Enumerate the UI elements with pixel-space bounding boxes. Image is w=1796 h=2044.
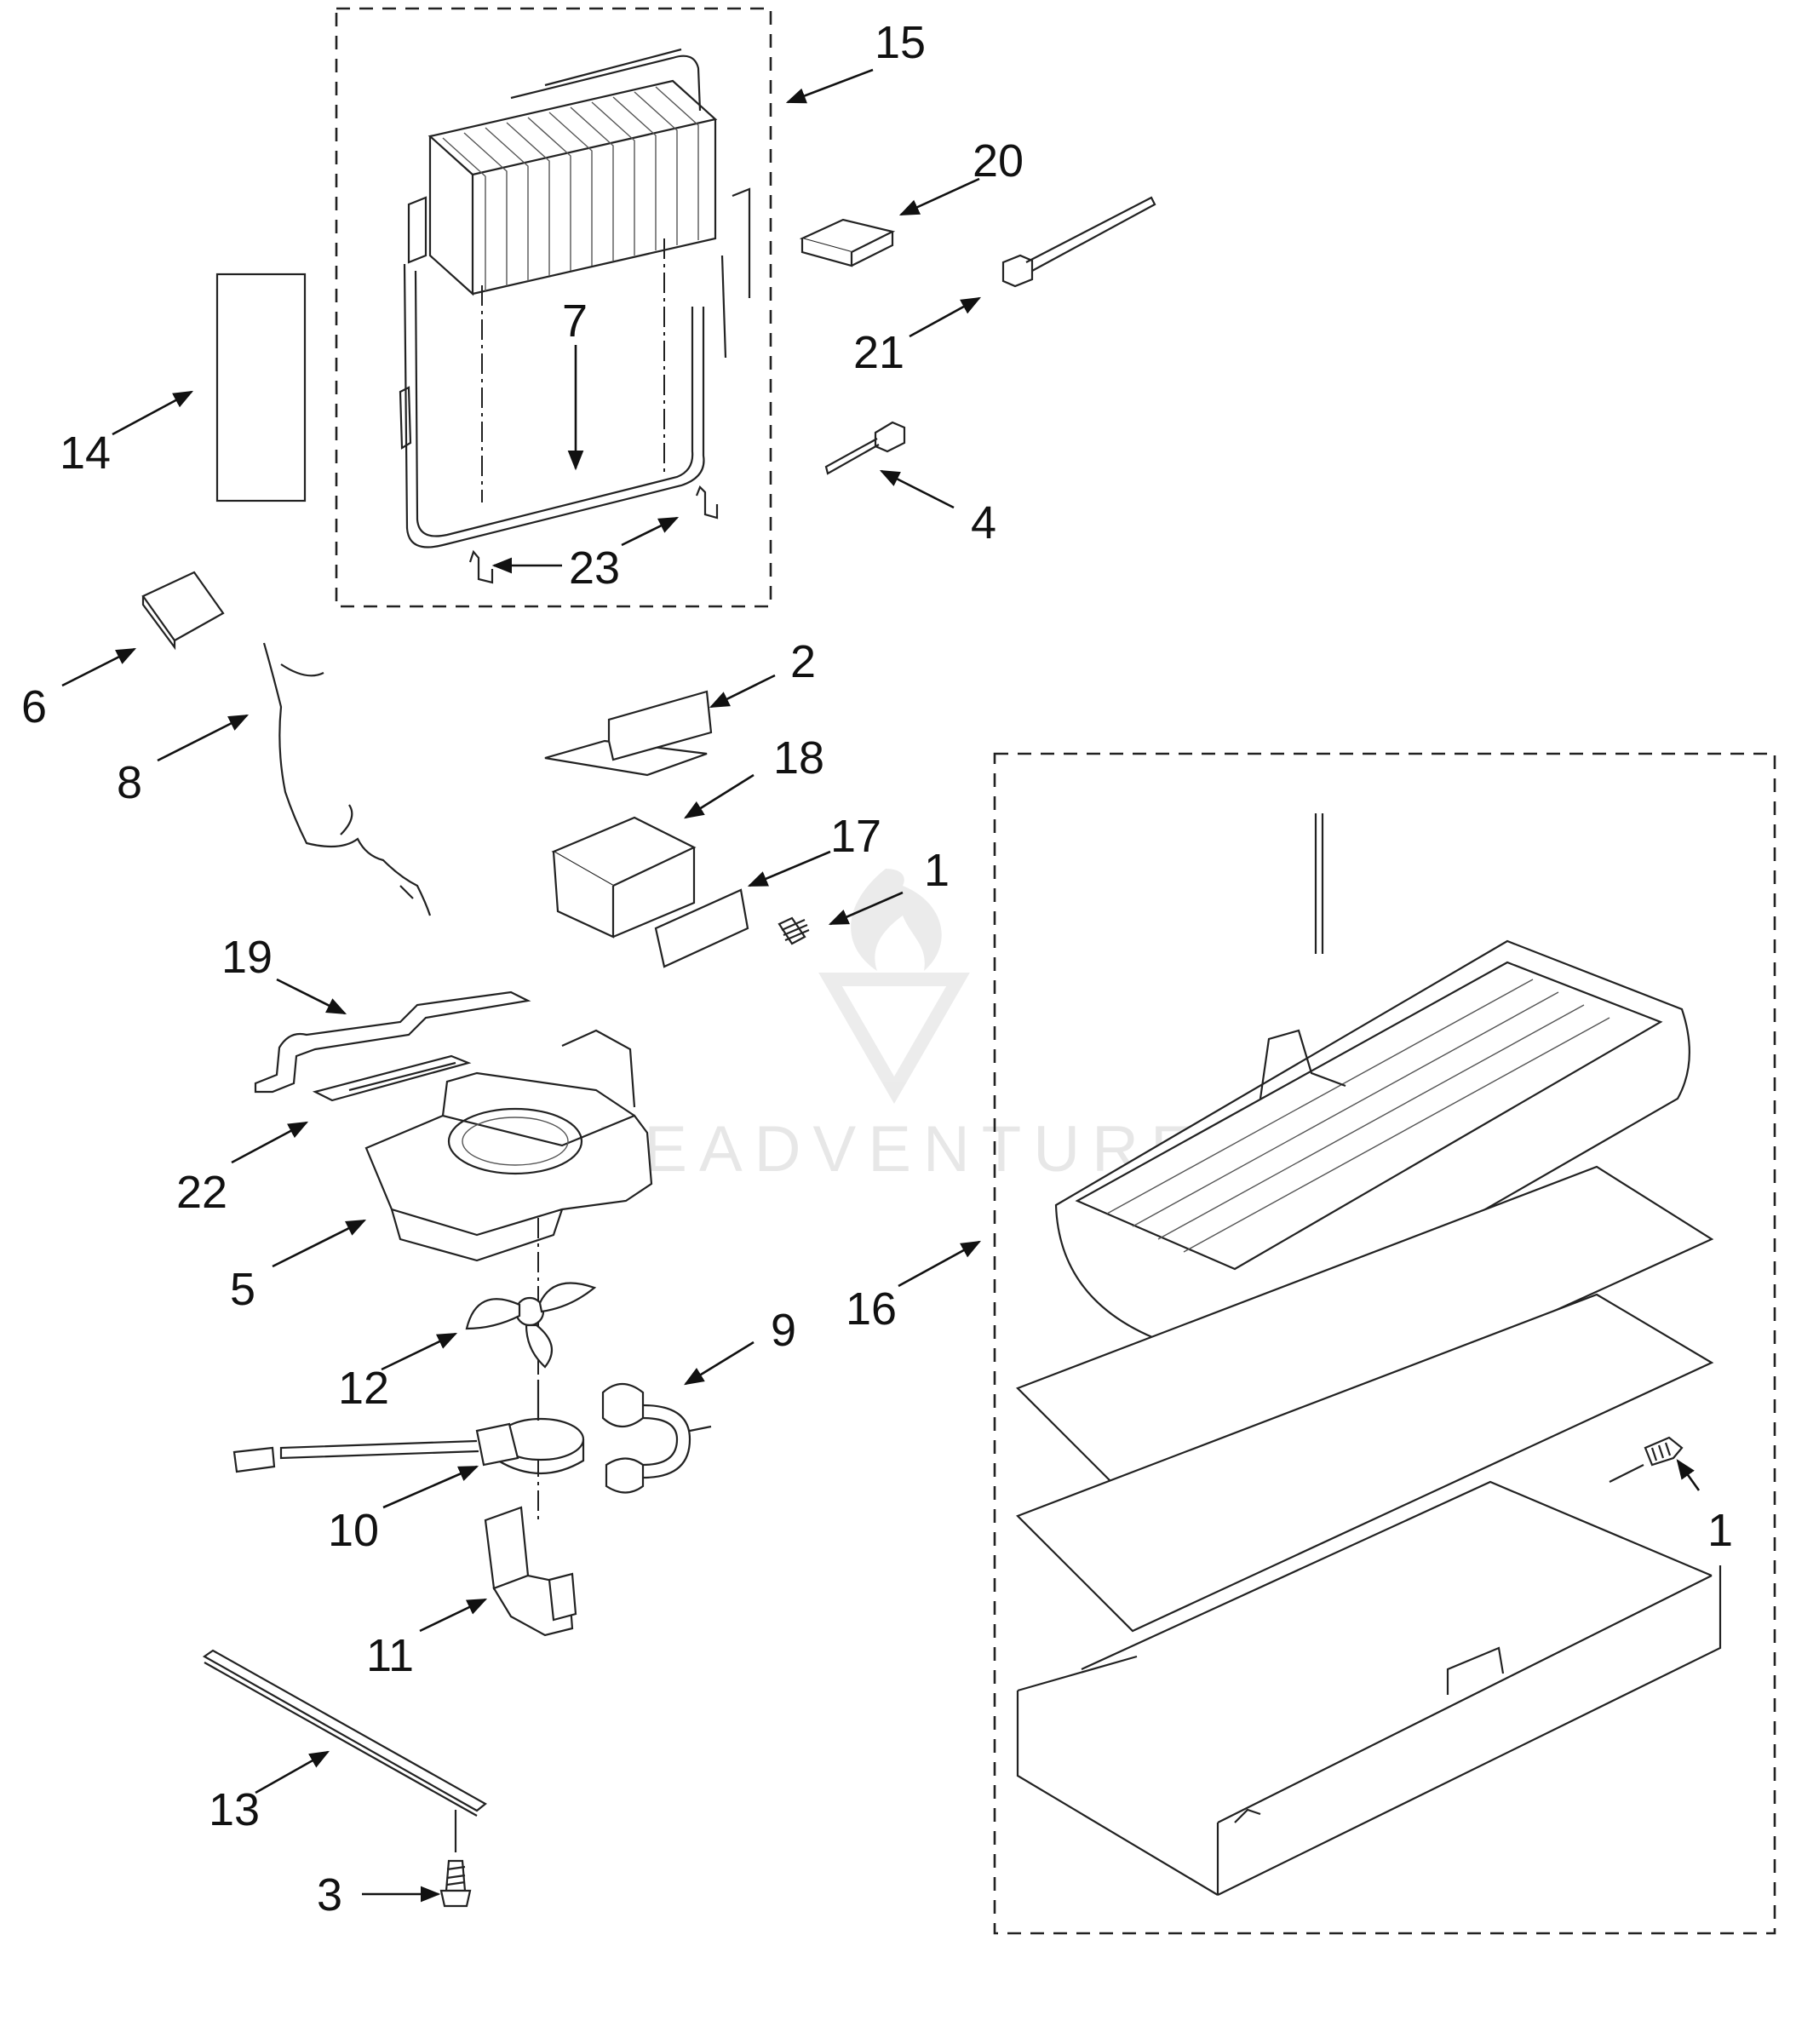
evaporator-coil [399, 48, 751, 548]
fan-blade [465, 1282, 597, 1369]
callout-8: 8 [117, 757, 142, 808]
drain-pan-assembly-box [993, 752, 1776, 1935]
screw-bottom [439, 1859, 472, 1908]
screw-right [1609, 1436, 1684, 1483]
screw-top [778, 916, 810, 945]
drain-pan-liner-bottom [1016, 1293, 1714, 1633]
callout-4: 4 [971, 497, 996, 548]
cable-tie [1001, 196, 1156, 288]
defrost-thermistor [824, 421, 906, 475]
watermark-logo: LEADVENTURE [596, 869, 1206, 1186]
support-rail [202, 1649, 487, 1812]
drain-pan-tray [1016, 1480, 1722, 1896]
callout-20: 20 [973, 135, 1024, 187]
callout-2: 2 [790, 636, 816, 687]
evaporator-cover-insulation [215, 273, 307, 502]
callout-15: 15 [875, 17, 926, 68]
callout-19: 19 [221, 932, 273, 983]
callout-9: 9 [771, 1305, 796, 1356]
leader-lines [61, 68, 1701, 1903]
cover-plate [654, 888, 749, 968]
callout-13: 13 [209, 1784, 260, 1835]
callout-3: 3 [317, 1869, 342, 1921]
wiring-harness [262, 642, 432, 916]
callout-10: 10 [328, 1505, 379, 1556]
callout-12: 12 [338, 1363, 389, 1414]
clip-right [695, 485, 719, 520]
callout-1-top: 1 [924, 845, 950, 896]
fan-motor [232, 1380, 585, 1474]
air-baffle [544, 739, 708, 777]
callout-17: 17 [830, 811, 881, 862]
watermark-text: LEADVENTURE [596, 1113, 1206, 1186]
control-board [141, 571, 225, 642]
callout-6: 6 [21, 681, 47, 732]
motor-mount-bracket [484, 1506, 577, 1637]
gasket-strip [254, 990, 531, 1094]
callout-16: 16 [846, 1283, 897, 1335]
clip-left [468, 549, 494, 584]
damper-connector [601, 1382, 712, 1494]
fan-housing [364, 1029, 653, 1262]
callout-18: 18 [773, 732, 824, 784]
callout-21: 21 [853, 327, 904, 378]
callout-7: 7 [562, 296, 588, 347]
drain-pan-liner-top [1016, 1165, 1714, 1505]
callout-11: 11 [366, 1630, 414, 1681]
evaporator-assembly-box [335, 7, 772, 608]
callout-labels: 15 20 21 14 7 4 23 6 2 8 18 17 1 19 22 5… [21, 17, 1733, 1921]
callout-14: 14 [60, 428, 111, 479]
callout-1-right: 1 [1707, 1505, 1733, 1556]
callout-5: 5 [230, 1264, 255, 1315]
callout-23: 23 [569, 543, 620, 594]
callout-22: 22 [176, 1167, 227, 1218]
